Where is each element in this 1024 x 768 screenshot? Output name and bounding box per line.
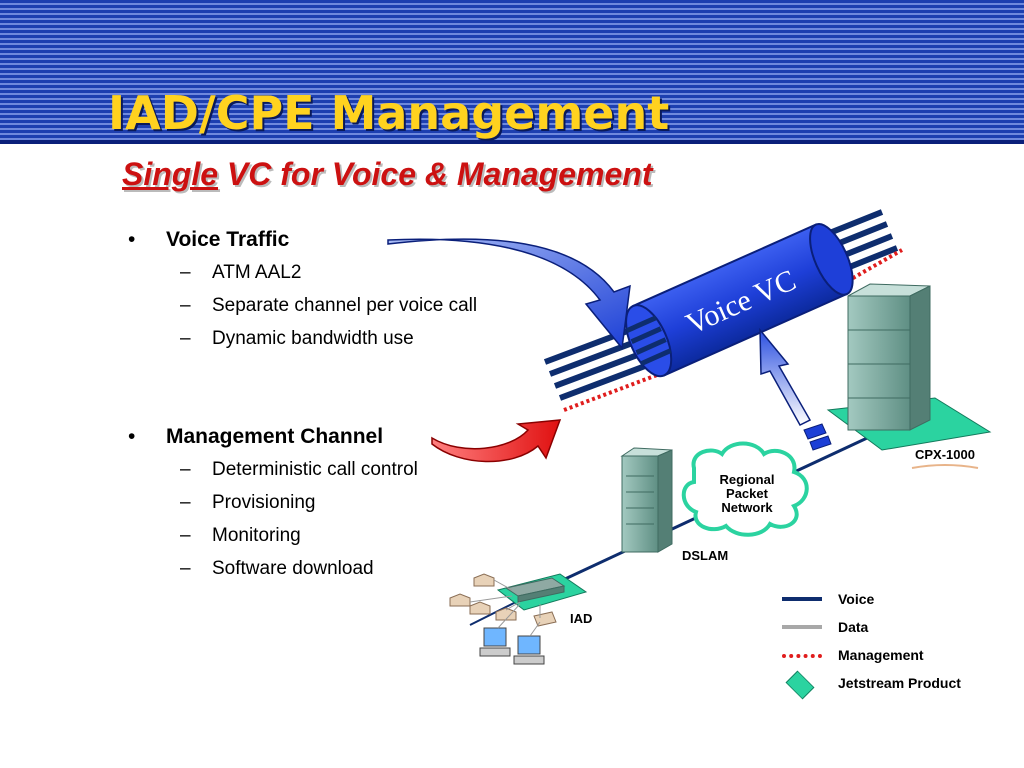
customer-equipment [449,573,557,665]
sub-bullet: Deterministic call control [128,453,548,486]
sub-bullet: Monitoring [128,519,548,552]
iad-label: IAD [570,611,592,626]
legend-voice: Voice [782,586,961,614]
dslam-node: DSLAM [620,447,728,563]
legend-swatch-voice [782,597,822,601]
legend-data: Data [782,614,961,642]
legend-swatch-data [782,625,822,629]
slide-subtitle: Single VC for Voice & Management [122,156,652,193]
legend-management: Management [782,642,961,670]
sub-bullet: Separate channel per voice call [128,289,548,322]
subtitle-emphasis: Single [122,156,219,192]
iad-node: IAD [496,573,592,626]
sub-bullet: Software download [128,552,548,585]
voice-arrow [387,238,631,350]
network-links [469,209,903,626]
legend-swatch-management [782,654,822,658]
cloud-label-2: Packet [726,486,769,501]
cloud-label-1: Regional [720,472,775,487]
subtitle-rest: VC for Voice & Management [218,156,653,192]
regional-packet-network-cloud: Regional Packet Network [681,441,809,537]
cpx-1000-node: CPX-1000 [826,283,992,469]
legend: Voice Data Management Jetstream Product [782,586,961,700]
management-arrow [431,419,562,463]
sub-bullet: ATM AAL2 [128,256,548,289]
sub-bullet: Dynamic bandwidth use [128,322,548,355]
cloud-label-3: Network [721,500,773,515]
legend-jetstream: Jetstream Product [782,670,961,700]
cpx-label: CPX-1000 [915,447,975,462]
header-band [0,0,1024,140]
voice-vc-tube: Voice VC [625,223,854,378]
dslam-label: DSLAM [682,548,728,563]
legend-swatch-jetstream [785,670,815,700]
slide-title: IAD/CPE Management [108,86,670,140]
bullet-management-channel: Management Channel [128,421,548,453]
sub-bullet: Provisioning [128,486,548,519]
header-rule [0,140,1024,144]
bullet-voice-traffic: Voice Traffic [128,224,548,256]
bullet-list: Voice Traffic ATM AAL2 Separate channel … [128,224,548,585]
cpx-up-arrow [759,327,832,451]
